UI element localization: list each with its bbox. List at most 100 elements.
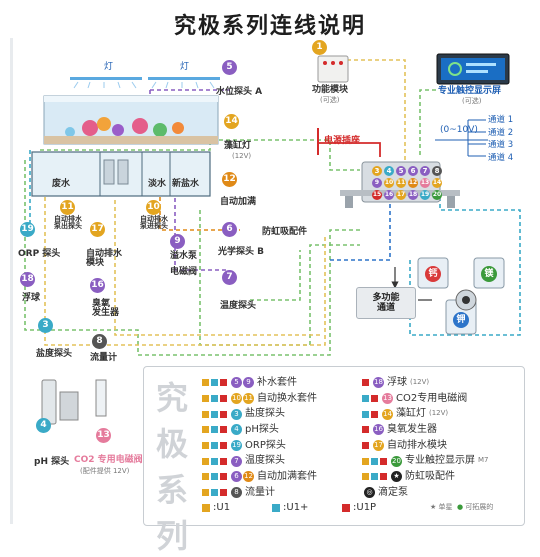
signal-range-label: (0~10V) <box>440 125 478 135</box>
function-module-device <box>317 55 349 83</box>
legend-row: ★ 防虹吸配件 <box>362 469 489 485</box>
legend-row: 4 pH探头 <box>202 422 317 438</box>
port-8: 8 <box>432 166 442 176</box>
light-label-left: 灯 <box>104 62 114 72</box>
port-3: 3 <box>372 166 382 176</box>
legend-num: 19 <box>231 440 242 452</box>
legend-row: 16 臭氧发生器 <box>362 422 489 438</box>
legend-text: 自动排水模块 <box>387 439 447 451</box>
badge-temp-probe: 7 <box>222 270 237 285</box>
ozone-label: 臭氧 发生器 <box>92 299 120 319</box>
legend-text: 浮球 <box>387 377 407 388</box>
port-12: 12 <box>408 178 418 188</box>
co2-solenoid-label: CO2 专用电磁阀 <box>74 455 143 465</box>
legend-text: ORP探头 <box>245 439 286 451</box>
legend-note-expand: 可拓展的 <box>465 503 494 511</box>
solenoid-label: 电磁阀 <box>170 267 198 277</box>
power-socket-label: 电源插座 <box>324 136 361 146</box>
channel-3: 通道 3 <box>488 140 514 150</box>
badge-float: 18 <box>20 272 35 287</box>
siphon-kit-label: 防虹吸配件 <box>262 227 308 237</box>
function-module-note: (可选) <box>320 96 340 104</box>
port-11: 11 <box>396 178 406 188</box>
legend-panel: 究 极 系 列 5 9 补水套件 10 11 自动换水套件 3 盐度探头 4 p… <box>143 366 525 555</box>
legend-num: 18 <box>373 377 384 389</box>
legend-num: 11 <box>243 393 254 405</box>
badge-auto-top-off: 12 <box>222 172 237 187</box>
drain-pump-label: 溢水泵 <box>170 251 198 261</box>
badge-drain-pump: 9 <box>170 234 185 249</box>
port-9: 9 <box>372 178 382 188</box>
water-level-probe-label: 水位探头 A <box>216 87 263 97</box>
port-20: 20 <box>432 190 442 200</box>
module-right-label: 自动排水 泵进探头 <box>140 215 168 231</box>
orange-wire-1 <box>159 190 240 231</box>
legend-row: 3 盐度探头 <box>202 406 317 422</box>
light-fixture-right <box>148 77 220 89</box>
legend-num: 13 <box>382 393 393 405</box>
legend-text: 防虹吸配件 <box>405 471 455 483</box>
legend-text: 自动加满套件 <box>257 471 317 483</box>
co2-kit <box>41 379 107 425</box>
sump-section-saltwater: 新盐水 <box>172 179 200 189</box>
legend-row: 7 温度探头 <box>202 453 317 469</box>
legend-text: 盐度探头 <box>245 408 285 420</box>
temp-probe-label: 温度探头 <box>220 301 257 311</box>
drain-module-label: 自动排水 模块 <box>86 249 123 269</box>
port-19: 19 <box>420 190 430 200</box>
legend-footer-label: :U1P <box>353 502 377 513</box>
badge-optical-probe: 6 <box>222 222 237 237</box>
green-wire-display <box>419 89 438 155</box>
port-17: 17 <box>396 190 406 200</box>
badge-module-left: 11 <box>60 200 75 215</box>
light-label-right: 灯 <box>180 62 190 72</box>
legend-note: (12V) <box>410 378 430 386</box>
pump-magnesium: 镁 <box>481 266 497 282</box>
legend-num: 5 <box>231 377 242 389</box>
pump-calcium: 钙 <box>425 266 441 282</box>
legend-row: 14 藻缸灯 (12V) <box>362 406 489 422</box>
port-7: 7 <box>420 166 430 176</box>
teal-wire-2 <box>409 185 521 336</box>
multi-function-channel: 多功能 通道 <box>356 287 416 319</box>
channel-1: 通道 1 <box>488 115 514 125</box>
port-18: 18 <box>408 190 418 200</box>
legend-row: 6 12 自动加满套件 <box>202 469 317 485</box>
legend-note: M7 <box>478 456 489 465</box>
port-4: 4 <box>384 166 394 176</box>
wiring-diagram <box>24 53 521 425</box>
port-13: 13 <box>420 178 430 188</box>
legend-heading-char-2: 极 <box>155 425 188 463</box>
legend-num: 3 <box>231 408 242 420</box>
auto-top-off-label: 自动加满 <box>220 197 257 207</box>
port-15: 15 <box>372 190 382 200</box>
legend-text: 流量计 <box>245 486 275 498</box>
legend-footer-label: :U1+ <box>283 502 309 513</box>
legend-num: 12 <box>243 471 254 483</box>
purple-wire-3 <box>174 170 228 271</box>
legend-footer-u1plus: :U1+ <box>272 502 308 513</box>
legend-num: ◎ <box>364 487 375 499</box>
legend-row: 17 自动排水模块 <box>362 438 489 454</box>
optical-probe-label: 光学探头 B <box>218 247 264 257</box>
legend-num: 9 <box>243 377 254 389</box>
legend-num: 10 <box>231 393 242 405</box>
legend-row: 18 浮球 (12V) <box>362 375 489 391</box>
legend-column-1: 5 9 补水套件 10 11 自动换水套件 3 盐度探头 4 pH探头 19 O… <box>202 375 317 501</box>
legend-text: 藻缸灯 <box>396 408 426 420</box>
legend-num: 4 <box>231 424 242 436</box>
legend-row: 13 CO2专用电磁阀 <box>362 391 489 407</box>
legend-row: 5 9 补水套件 <box>202 375 317 391</box>
sump-section-fresh: 淡水 <box>148 179 167 189</box>
legend-note-single: 单星 <box>438 503 453 511</box>
multi-function-channel-label: 多功能 通道 <box>372 292 400 313</box>
left-edge-bar <box>10 38 13 524</box>
badge-co2-solenoid: 13 <box>96 428 111 443</box>
legend-num: 14 <box>382 408 393 420</box>
yellow-wire-1 <box>340 59 406 165</box>
port-16: 16 <box>384 190 394 200</box>
blue-wire-1 <box>330 190 391 261</box>
light-fixture-left <box>70 77 142 89</box>
yellow-wire-2 <box>44 190 326 346</box>
legend-text: 温度探头 <box>245 455 285 467</box>
